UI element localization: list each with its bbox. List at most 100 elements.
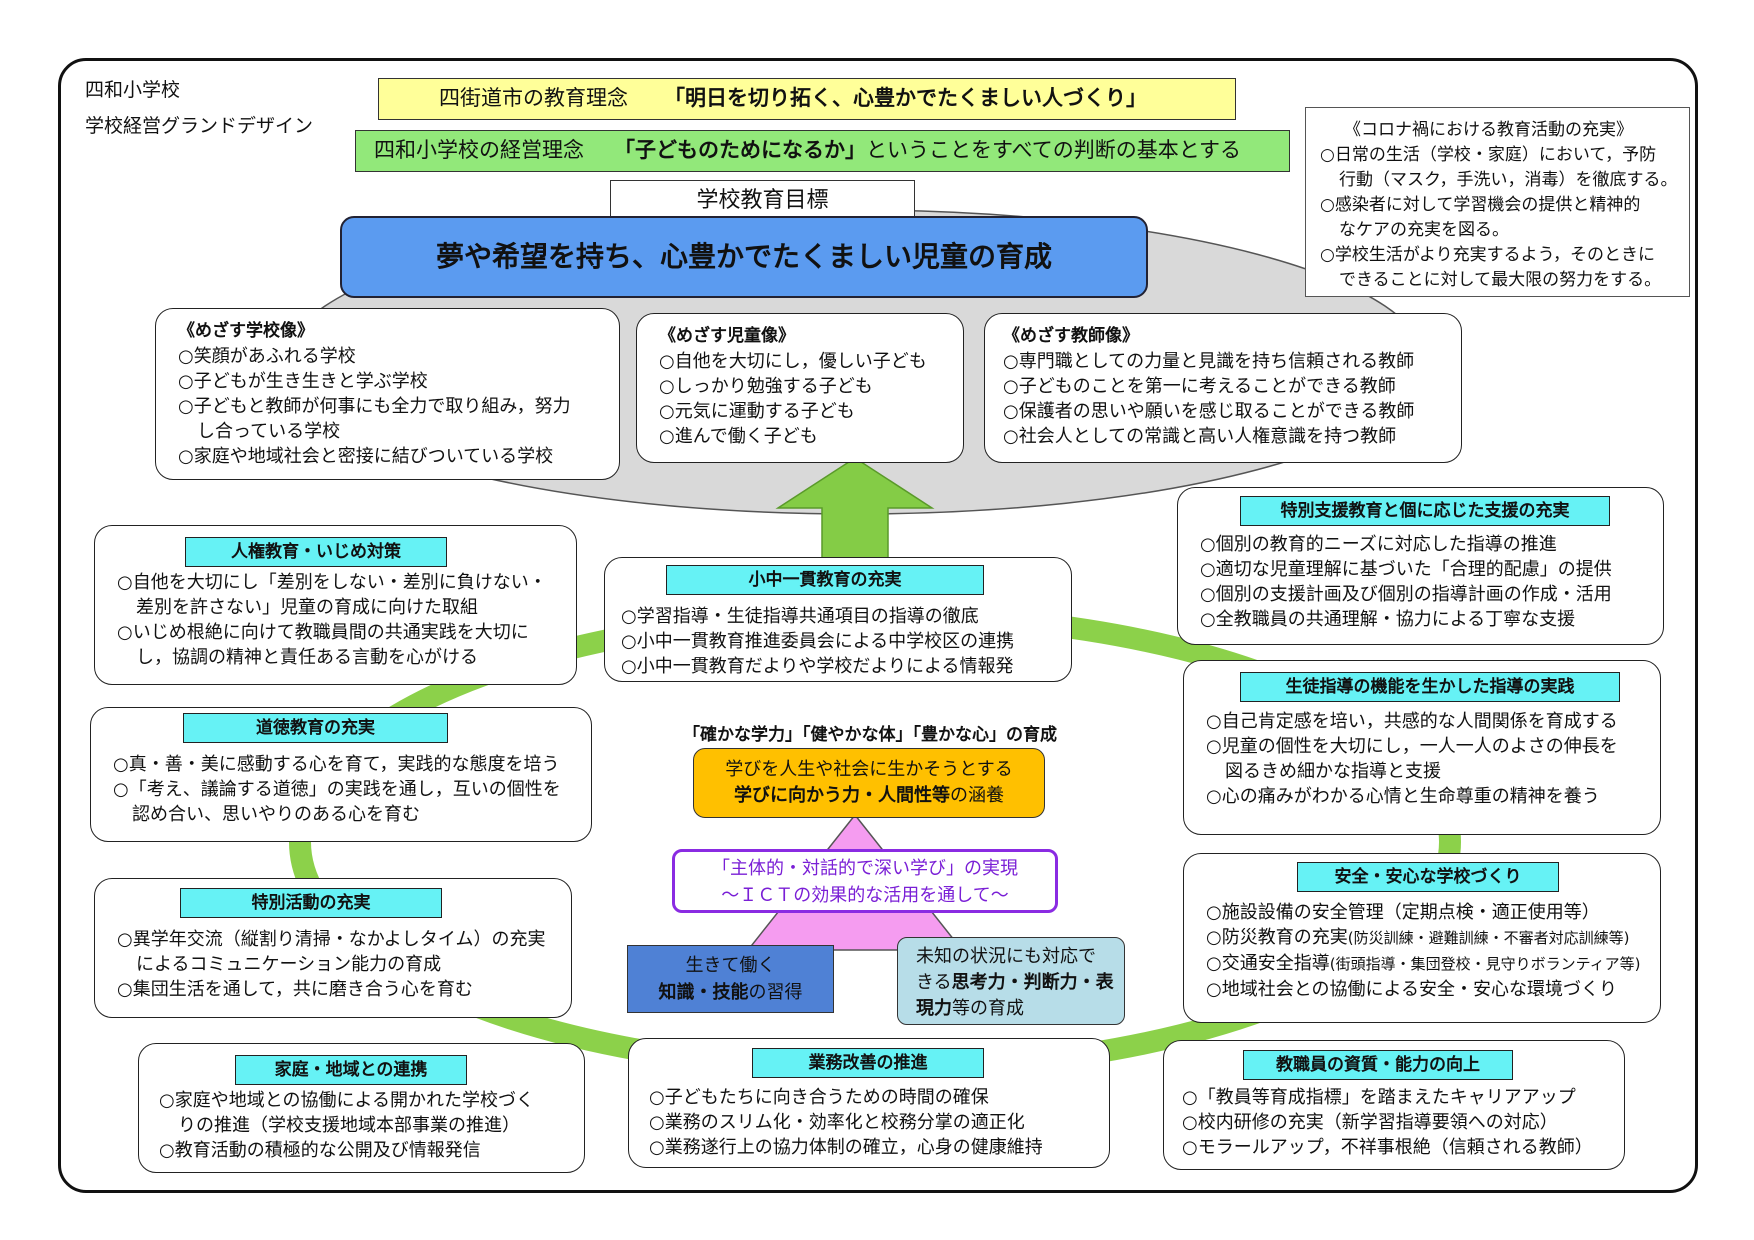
thinking-pre: きる (916, 972, 952, 993)
community-title: 家庭・地域との連携 (235, 1055, 467, 1085)
ideal-teacher-line: ○保護者の思いや願いを感じ取ることができる教師 (1003, 401, 1415, 422)
k9-title: 小中一貫教育の充実 (666, 565, 984, 595)
ideal-teacher-box: 《めざす教師像》 ○専門職としての力量と見識を持ち信頼される教師 ○子どものこと… (984, 313, 1462, 463)
learning-attitude-box: 学びを人生や社会に生かそうとする 学びに向かう力・人間性等の涵養 (693, 748, 1045, 818)
staff-title: 教職員の資質・能力の向上 (1243, 1050, 1513, 1080)
city-philosophy-label: 四街道市の教育理念 (439, 86, 628, 110)
safety-line-note: (防災訓練・避難訓練・不審者対応訓練等) (1347, 929, 1630, 947)
knowledge-suffix: の習得 (748, 982, 803, 1003)
thinking-bold: 思考力・判断力・表 (951, 972, 1114, 993)
ideal-school-line: ○子どもが生き生きと学ぶ学校 (178, 371, 428, 392)
special-support-line: ○個別の教育的ニーズに対応した指導の推進 (1200, 534, 1557, 555)
special-activities-line: ○異学年交流（縦割り清掃・なかよしタイム）の充実 (117, 929, 546, 950)
school-philosophy-emphasis: 「子どものためになるか」 (614, 138, 866, 162)
staff-line: ○「教員等育成指標」を踏まえたキャリアアップ (1182, 1087, 1576, 1108)
ideal-child-line: ○元気に運動する子ども (659, 401, 855, 422)
special-support-line: ○個別の支援計画及び個別の指導計画の作成・活用 (1200, 584, 1612, 605)
corona-line: ○日常の生活（学校・家庭）において，予防 (1320, 145, 1657, 165)
corona-line: 行動（マスク，手洗い，消毒）を徹底する。 (1339, 170, 1678, 190)
school-name: 四和小学校 (85, 79, 181, 101)
corona-box: 《コロナ禍における教育活動の充実》 ○日常の生活（学校・家庭）において，予防 行… (1305, 107, 1690, 297)
work-reform-title: 業務改善の推進 (752, 1048, 984, 1078)
center-heading: 「確かな学力」「健やかな体」「豊かな心」の育成 (683, 725, 1057, 745)
learning-attitude-bold: 学びに向かう力・人間性等 (734, 785, 950, 806)
safety-line: ○施設設備の安全管理（定期点検・適正使用等） (1206, 902, 1600, 923)
school-philosophy-label: 四和小学校の経営理念 (374, 138, 584, 162)
ideal-teacher-line: ○社会人としての常識と高い人権意識を持つ教師 (1003, 426, 1397, 447)
guidance-line: ○自己肯定感を培い，共感的な人間関係を育成する (1206, 711, 1618, 732)
ideal-child-line: ○自他を大切にし，優しい子ども (659, 351, 927, 372)
staff-line: ○校内研修の充実（新学習指導要領への対応） (1182, 1112, 1558, 1133)
active-learning-line: 「主体的・対話的で深い学び」の実現 (712, 858, 1018, 879)
ideal-school-title: 《めざす学校像》 (178, 321, 314, 341)
special-activities-title: 特別活動の充実 (180, 888, 442, 918)
human-rights-line: ○いじめ根絶に向けて教職員間の共通実践を大切に (117, 622, 529, 643)
doc-title: 学校経営グランドデザイン (85, 115, 314, 137)
corona-line: ○感染者に対して学習機会の提供と精神的 (1320, 195, 1641, 215)
special-support-line: ○適切な児童理解に基づいた「合理的配慮」の提供 (1200, 559, 1612, 580)
human-rights-line: ○自他を大切にし「差別をしない・差別に負けない・ (117, 572, 547, 593)
active-learning-box: 「主体的・対話的で深い学び」の実現 ～ＩＣＴの効果的な活用を通して～ (672, 849, 1058, 913)
ideal-teacher-title: 《めざす教師像》 (1003, 326, 1139, 346)
human-rights-line: 差別を許さない」児童の育成に向けた取組 (136, 597, 478, 618)
guidance-line: 図るきめ細かな指導と支援 (1225, 761, 1441, 782)
learning-attitude-line: 学びを人生や社会に生かそうとする (725, 759, 1013, 780)
moral-line: 認め合い、思いやりのある心を育む (132, 804, 420, 825)
ideal-child-box: 《めざす児童像》 ○自他を大切にし，優しい子ども ○しっかり勉強する子ども ○元… (636, 313, 964, 463)
community-line: ○教育活動の積極的な公開及び情報発信 (159, 1140, 481, 1161)
thinking-suffix: 等の育成 (952, 998, 1024, 1019)
safety-line: ○地域社会との協働による安全・安心な環境づくり (1206, 979, 1617, 1000)
city-philosophy-bar: 四街道市の教育理念 「明日を切り拓く、心豊かでたくましい人づくり」 (378, 78, 1236, 120)
ideal-school-line: し合っている学校 (197, 421, 341, 442)
outer-frame (58, 58, 1698, 1193)
ideal-school-line: ○子どもと教師が何事にも全力で取り組み，努力 (178, 396, 571, 417)
guidance-title: 生徒指導の機能を生かした指導の実践 (1240, 672, 1620, 702)
school-philosophy-bar: 四和小学校の経営理念 「子どものためになるか」ということをすべての判断の基本とする (355, 130, 1290, 172)
ideal-child-line: ○進んで働く子ども (659, 426, 818, 447)
work-reform-line: ○業務のスリム化・効率化と校務分掌の適正化 (649, 1112, 1025, 1133)
ideal-teacher-line: ○専門職としての力量と見識を持ち信頼される教師 (1003, 351, 1415, 372)
school-philosophy-text: ということをすべての判断の基本とする (866, 138, 1242, 162)
ideal-teacher-line: ○子どものことを第一に考えることができる教師 (1003, 376, 1396, 397)
staff-line: ○モラールアップ，不祥事根絶（信頼される教師） (1182, 1137, 1593, 1158)
thinking-box: 未知の状況にも対応で きる思考力・判断力・表 現力等の育成 (897, 937, 1125, 1025)
ideal-school-line: ○笑顔があふれる学校 (178, 346, 356, 367)
learning-attitude-suffix: の涵養 (950, 785, 1004, 806)
city-philosophy-text: 「明日を切り拓く、心豊かでたくましい人づくり」 (664, 86, 1147, 110)
special-support-line: ○全教職員の共通理解・協力による丁寧な支援 (1200, 609, 1576, 630)
moral-line: ○真・善・美に感動する心を育て，実践的な態度を培う (113, 754, 560, 775)
knowledge-bold: 知識・技能 (658, 982, 749, 1003)
safety-line: ○交通安全指導 (1206, 953, 1330, 974)
corona-line: できることに対して最大限の努力をする。 (1339, 270, 1662, 290)
safety-line-note: (街頭指導・集団登校・見守りボランティア等) (1329, 955, 1641, 973)
k9-line: ○学習指導・生徒指導共通項目の指導の徹底 (621, 606, 979, 627)
work-reform-line: ○子どもたちに向き合うための時間の確保 (649, 1087, 989, 1108)
safety-title: 安全・安心な学校づくり (1297, 862, 1559, 892)
corona-title: 《コロナ禍における教育活動の充実》 (1344, 120, 1633, 140)
community-line: ○家庭や地域との協働による開かれた学校づく (159, 1090, 534, 1111)
ideal-school-box: 《めざす学校像》 ○笑顔があふれる学校 ○子どもが生き生きと学ぶ学校 ○子どもと… (155, 308, 620, 480)
ideal-child-title: 《めざす児童像》 (659, 326, 795, 346)
moral-title: 道徳教育の充実 (183, 713, 448, 743)
ideal-child-line: ○しっかり勉強する子ども (659, 376, 873, 397)
k9-line: ○小中一貫教育だよりや学校だよりによる情報発 (621, 656, 1014, 677)
guidance-line: ○心の痛みがわかる心情と生命尊重の精神を養う (1206, 786, 1600, 807)
special-support-title: 特別支援教育と個に応じた支援の充実 (1240, 496, 1610, 526)
safety-line: ○防災教育の充実 (1206, 927, 1348, 948)
knowledge-line: 生きて働く (685, 955, 776, 976)
human-rights-title: 人権教育・いじめ対策 (185, 537, 447, 567)
active-learning-ict: ～ＩＣＴの効果的な活用を通して～ (721, 885, 1009, 906)
k9-line: ○小中一貫教育推進委員会による中学校区の連携 (621, 631, 1015, 652)
moral-line: ○「考え、議論する道徳」の実践を通し，互いの個性を (113, 779, 561, 800)
corona-line: なケアの充実を図る。 (1339, 220, 1509, 240)
special-activities-line: によるコミュニケーション能力の育成 (136, 954, 442, 975)
guidance-line: ○児童の個性を大切にし，一人一人のよさの伸長を (1206, 736, 1618, 757)
thinking-line: 未知の状況にも対応で (916, 946, 1096, 967)
special-activities-line: ○集団生活を通して，共に磨き合う心を育む (117, 979, 473, 1000)
community-line: りの推進（学校支援地域本部事業の推進） (178, 1115, 520, 1136)
human-rights-line: し，協調の精神と責任ある言動を心がける (136, 647, 478, 668)
corona-line: ○学校生活がより充実するよう，そのときに (1320, 245, 1655, 265)
thinking-bold2: 現力 (916, 998, 952, 1019)
work-reform-line: ○業務遂行上の協力体制の確立，心身の健康維持 (649, 1137, 1043, 1158)
knowledge-box: 生きて働く 知識・技能の習得 (627, 945, 834, 1013)
